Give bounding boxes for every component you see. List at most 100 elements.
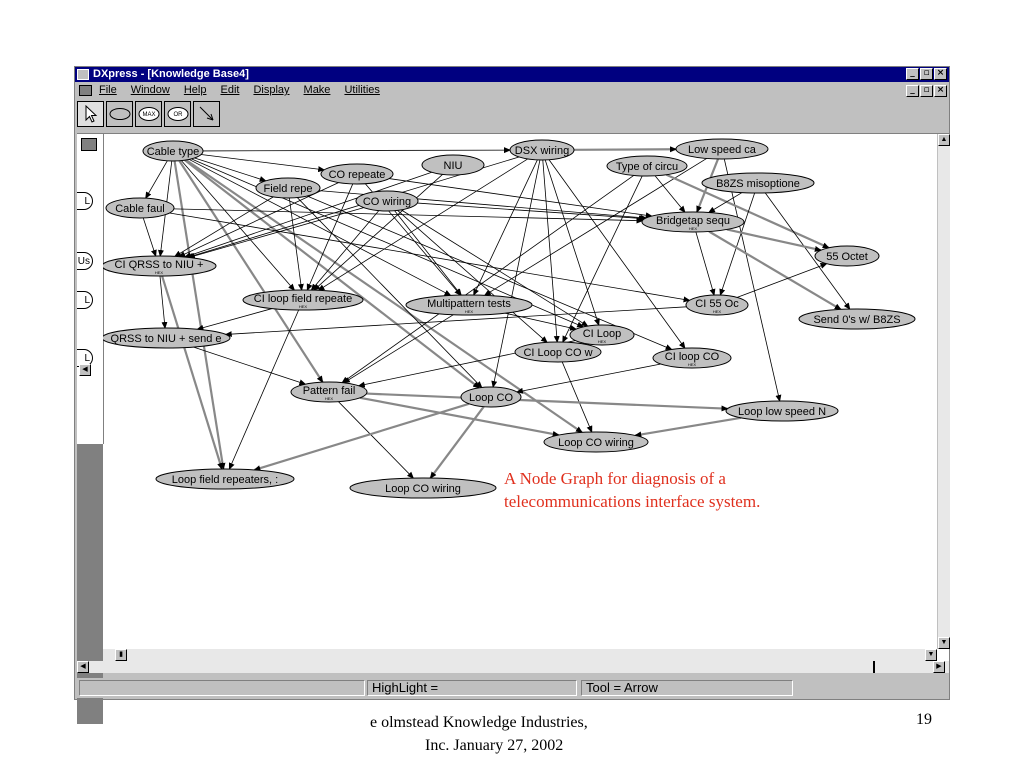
graph-edge[interactable] — [185, 159, 583, 434]
graph-edge[interactable] — [188, 159, 452, 296]
graph-edge[interactable] — [695, 231, 716, 297]
graph-edge[interactable] — [178, 160, 324, 383]
graph-edge[interactable] — [542, 159, 560, 343]
graph-edge[interactable] — [202, 147, 512, 154]
node-ellipse[interactable] — [675, 138, 769, 160]
menu-edit[interactable]: Edit — [220, 84, 240, 96]
vertical-scrollbar[interactable]: ▲ ▼ — [937, 134, 950, 649]
graph-edge[interactable] — [397, 210, 548, 343]
graph-node-octet55[interactable]: 55 Octet — [814, 245, 880, 267]
graph-edge[interactable] — [169, 212, 691, 303]
close-button[interactable]: × — [934, 68, 947, 80]
secondary-pane[interactable]: L Us L L ◀ — [77, 134, 104, 444]
graph-edge[interactable] — [224, 306, 687, 338]
menu-display[interactable]: Display — [253, 84, 290, 96]
graph-node-niu[interactable]: NIU — [421, 154, 485, 176]
node-ellipse[interactable] — [155, 468, 295, 490]
ellipse-tool-button[interactable] — [106, 101, 133, 127]
graph-edge[interactable] — [145, 160, 168, 200]
graph-edge[interactable] — [313, 174, 443, 291]
node-ellipse[interactable] — [103, 327, 231, 349]
or-tool-button[interactable]: OR — [164, 101, 191, 127]
graph-edge[interactable] — [723, 158, 782, 402]
node-ellipse[interactable] — [142, 140, 204, 162]
doc-close-button[interactable]: × — [934, 85, 947, 97]
node-ellipse[interactable] — [725, 400, 839, 422]
graph-node-loop-co[interactable]: Loop CO — [460, 386, 522, 408]
graph-edge[interactable] — [505, 312, 578, 331]
graph-edge[interactable] — [708, 230, 842, 311]
node-ellipse[interactable] — [798, 308, 916, 330]
node-ellipse[interactable] — [103, 255, 217, 277]
doc-minimize-button[interactable]: _ — [906, 85, 919, 97]
graph-edge[interactable] — [359, 396, 560, 437]
node-ellipse[interactable] — [255, 177, 321, 199]
graph-edge[interactable] — [297, 197, 483, 389]
graph-node-send0s[interactable]: Send 0's w/ B8ZS — [798, 308, 916, 330]
graph-edge[interactable] — [288, 197, 304, 291]
graph-edge[interactable] — [310, 210, 380, 291]
graph-edge[interactable] — [548, 159, 686, 349]
graph-edge[interactable] — [306, 195, 673, 350]
graph-edge[interactable] — [173, 208, 644, 224]
graph-edge[interactable] — [473, 159, 538, 296]
graph-edge[interactable] — [253, 402, 470, 472]
node-ellipse[interactable] — [641, 211, 745, 233]
graph-edge[interactable] — [342, 314, 454, 384]
graph-edge[interactable] — [573, 146, 678, 153]
graph-edge[interactable] — [187, 207, 364, 259]
graph-edge[interactable] — [159, 275, 168, 329]
node-ellipse[interactable] — [242, 289, 364, 311]
pane-icon[interactable] — [81, 138, 97, 151]
graph-node-dsx-wiring[interactable]: DSX wiring — [509, 139, 575, 161]
outer-scroll-thumb[interactable] — [873, 661, 875, 673]
node-ellipse[interactable] — [543, 431, 649, 453]
node-ellipse[interactable] — [355, 190, 419, 212]
node-ellipse[interactable] — [349, 477, 497, 499]
graph-node-loop-field-rep[interactable]: Loop field repeaters, : — [155, 468, 295, 490]
graph-node-b8zs-misoption[interactable]: B8ZS misoptione — [701, 172, 815, 194]
graph-edge[interactable] — [181, 160, 296, 291]
node-ellipse[interactable] — [701, 172, 815, 194]
graph-edge[interactable] — [196, 308, 273, 331]
graph-edge[interactable] — [228, 309, 300, 470]
graph-node-type-of-circ[interactable]: Type of circu — [606, 155, 688, 177]
graph-node-ci-loop-co-w[interactable]: CI Loop CO w — [514, 341, 602, 363]
node-ellipse[interactable] — [320, 163, 394, 185]
minimize-button[interactable]: _ — [906, 68, 919, 80]
line-tool-button[interactable] — [193, 101, 220, 127]
graph-node-qrss-send[interactable]: QRSS to NIU + send e — [103, 327, 231, 349]
graph-node-cable-type[interactable]: Cable type — [142, 140, 204, 162]
title-bar[interactable]: DXpress - [Knowledge Base4] _ ▫ × — [75, 67, 949, 82]
graph-edge[interactable] — [173, 160, 226, 470]
node-ellipse[interactable] — [685, 294, 749, 316]
graph-node-co-repeaters[interactable]: CO repeate — [320, 163, 394, 185]
graph-edge[interactable] — [634, 416, 742, 438]
scroll-right-button[interactable]: ▼ — [925, 649, 937, 661]
graph-edge[interactable] — [737, 263, 828, 298]
graph-edge[interactable] — [388, 178, 653, 219]
graph-edge[interactable] — [654, 175, 686, 213]
graph-edge[interactable] — [193, 346, 307, 386]
graph-edge[interactable] — [719, 192, 756, 297]
menu-help[interactable]: Help — [183, 84, 207, 96]
graph-edge[interactable] — [183, 171, 432, 258]
graph-node-co-wiring[interactable]: CO wiring — [355, 190, 419, 212]
graph-edge[interactable] — [161, 275, 223, 470]
node-ellipse[interactable] — [814, 245, 880, 267]
menu-utilities[interactable]: Utilities — [344, 84, 380, 96]
graph-edge[interactable] — [544, 159, 600, 327]
outer-horizontal-scrollbar[interactable]: ◀ ▶ — [77, 661, 949, 673]
graph-edge[interactable] — [174, 196, 274, 257]
graph-node-field-repe[interactable]: Field repe — [255, 177, 321, 199]
graph-edge[interactable] — [341, 175, 634, 384]
graph-node-loop-low-speed[interactable]: Loop low speed N — [725, 400, 839, 422]
graph-edge[interactable] — [515, 363, 661, 394]
